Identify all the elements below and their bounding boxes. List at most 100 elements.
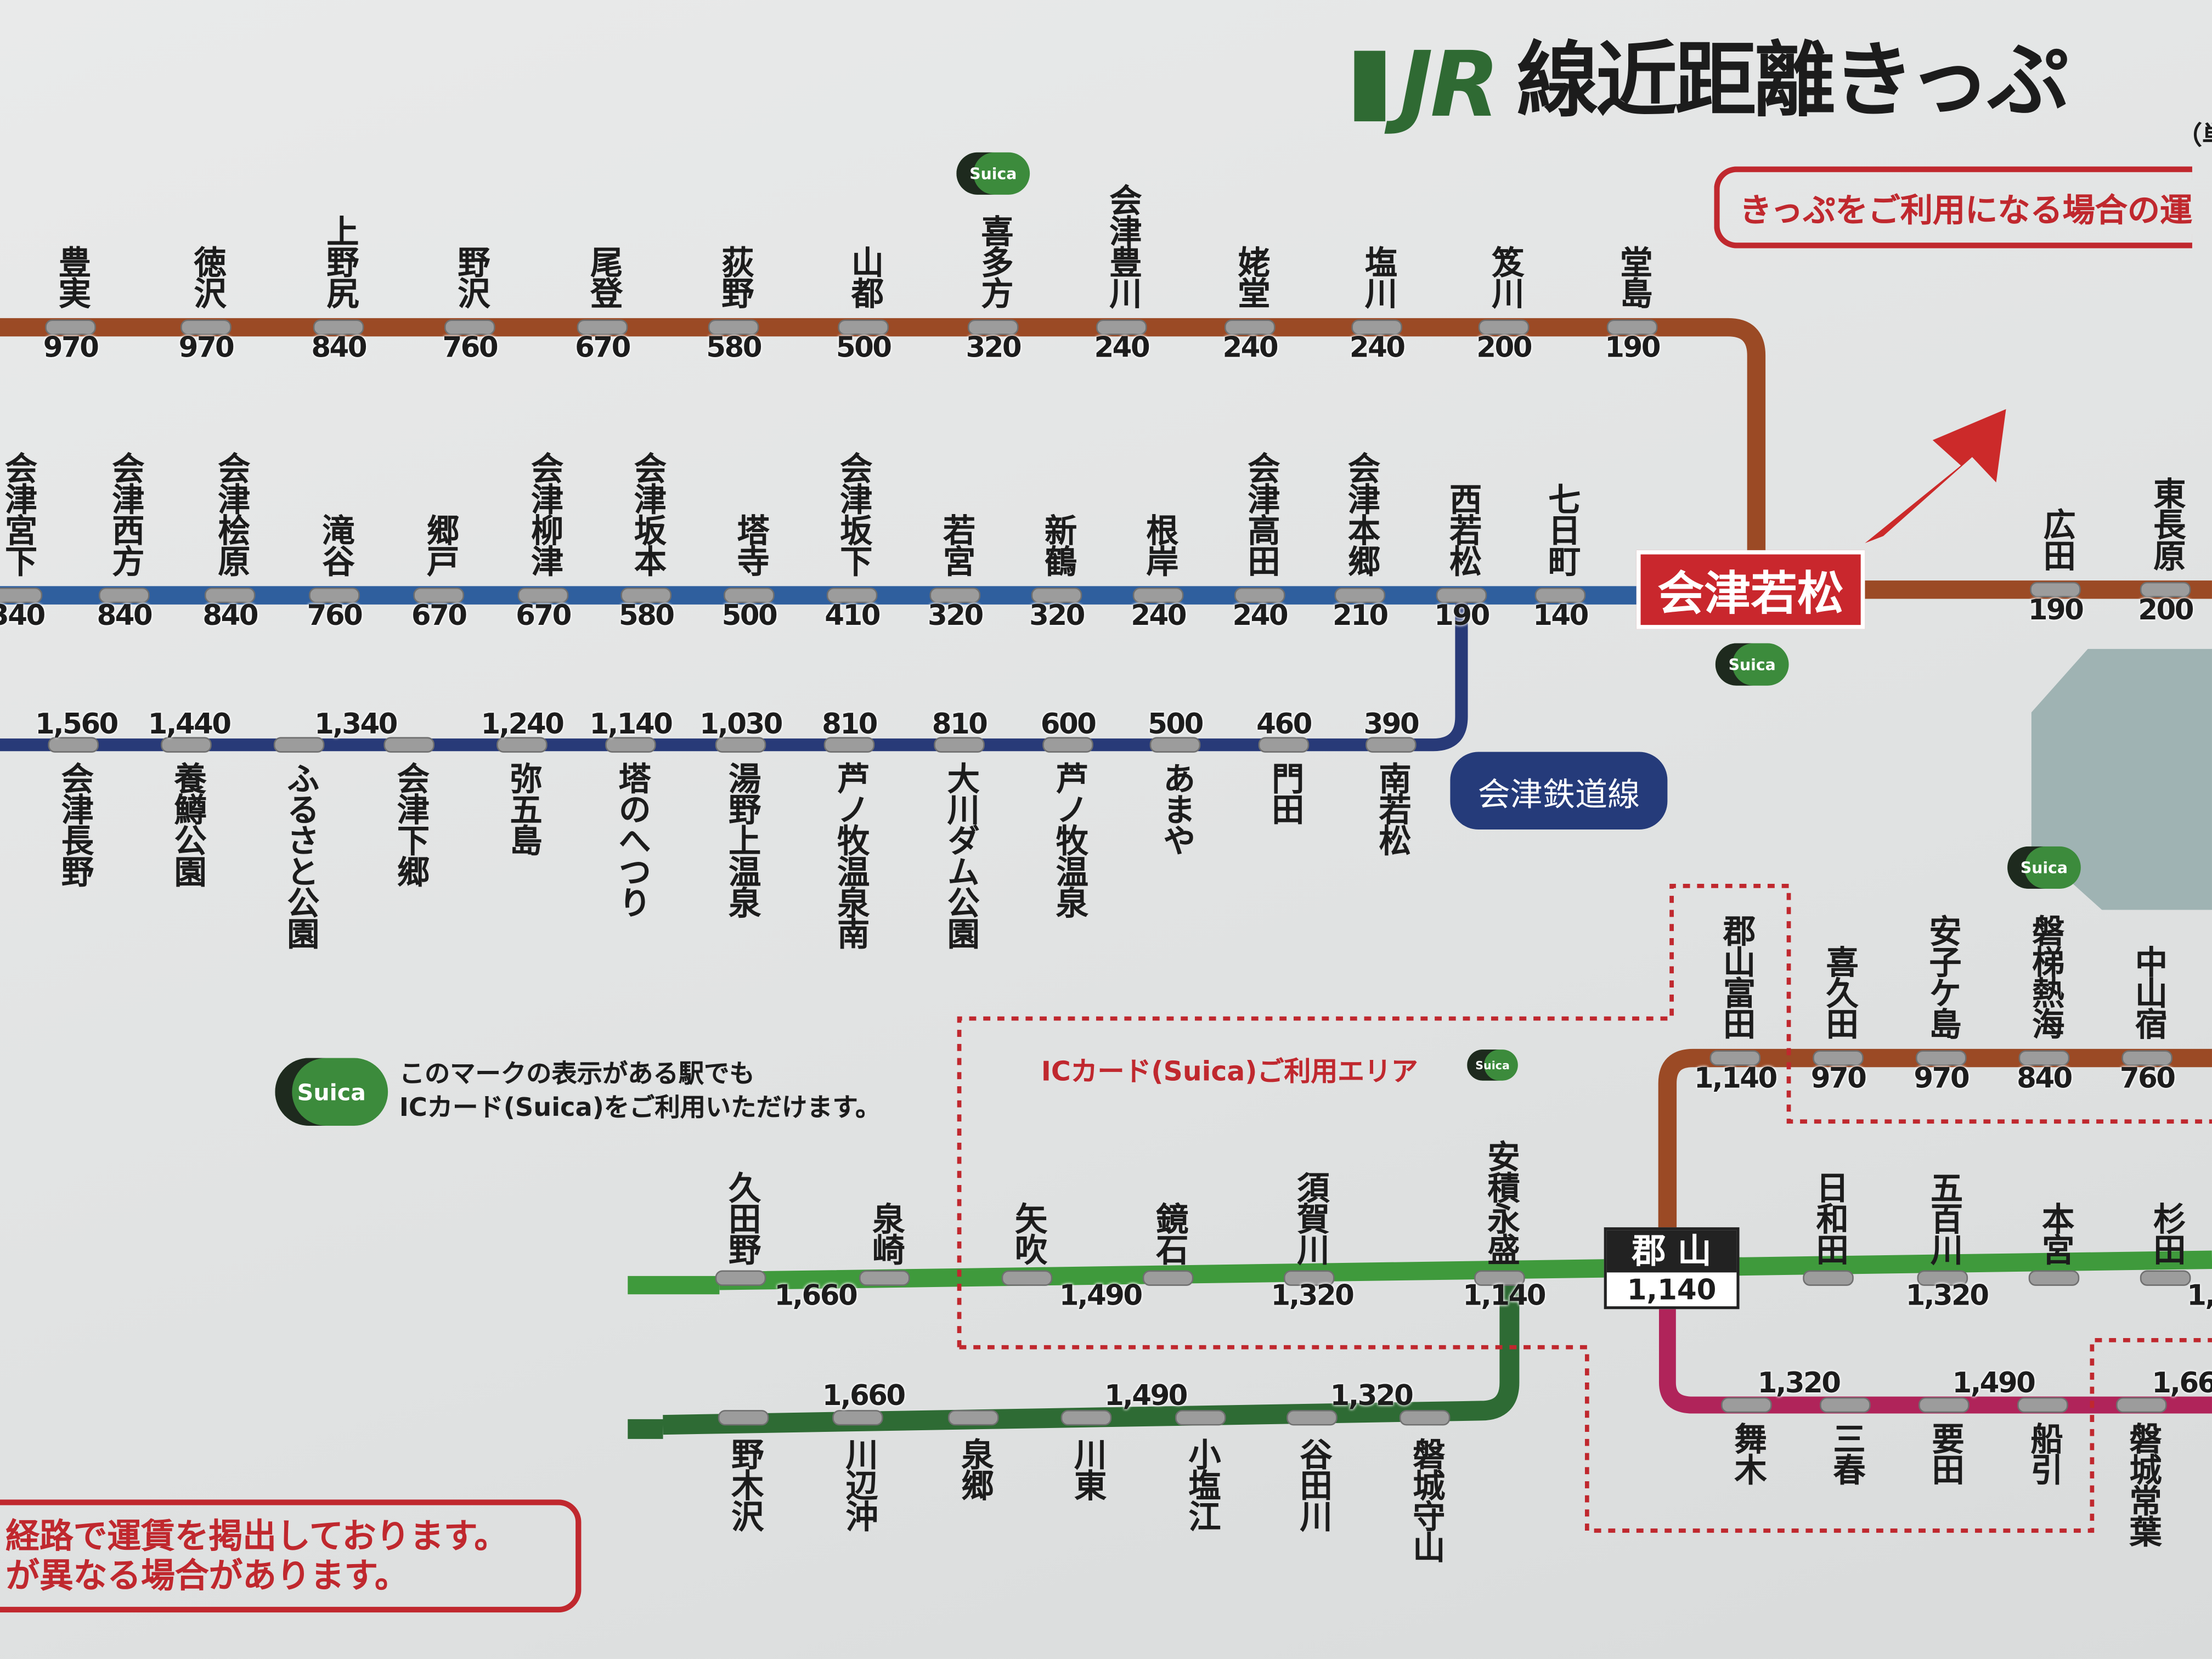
station-marker xyxy=(2018,1050,2070,1066)
station-name: 船引 xyxy=(2024,1421,2061,1485)
station-name: 弥五島 xyxy=(503,761,540,855)
station-name: 磐梯熱海 xyxy=(2025,914,2063,1039)
section-fare: 810 xyxy=(932,707,988,741)
section-fare: 600 xyxy=(1040,707,1097,741)
station-name: 喜久田 xyxy=(1820,945,1857,1039)
station-name: 日和田 xyxy=(1810,1171,1847,1264)
notice-bottom-line1: 経路で運賃を掲出しております。 xyxy=(5,1516,509,1556)
aizu-railway-label: 会津鉄道線 xyxy=(1450,752,1668,830)
station-marker xyxy=(1918,1397,1970,1413)
station-fare: 340 xyxy=(0,598,46,632)
station-marker xyxy=(1286,1410,1338,1426)
line-tohoku xyxy=(628,1250,2212,1295)
legend-line2: ICカード(Suica)をご利用いただけます。 xyxy=(399,1093,881,1123)
station-name: 会津坂下 xyxy=(833,451,871,576)
notice-bottom: 経路で運賃を掲出しております。 が異なる場合があります。 xyxy=(0,1499,582,1613)
station-marker xyxy=(1351,319,1402,335)
station-name: 尾登 xyxy=(584,245,621,308)
station-marker xyxy=(180,319,232,335)
station-marker xyxy=(715,737,766,753)
station-name: 根岸 xyxy=(1139,513,1177,576)
section-fare: 460 xyxy=(1256,707,1312,741)
station-name: 喜多方 xyxy=(974,214,1012,308)
station-fare: 240 xyxy=(1094,330,1150,364)
station-marker xyxy=(1334,587,1386,603)
section-fare: 1,320 xyxy=(1757,1365,1841,1400)
station-name: 七日町 xyxy=(1542,482,1579,576)
station-fare: 670 xyxy=(575,330,631,364)
station-marker xyxy=(2028,1270,2080,1286)
station-marker xyxy=(1031,587,1082,603)
station-marker xyxy=(1709,1050,1761,1066)
station-name: 会津本郷 xyxy=(1341,451,1379,576)
station-name: 会津高田 xyxy=(1241,451,1278,576)
station-marker xyxy=(1001,1270,1053,1286)
station-koriyama: 郡 山 1,140 xyxy=(1604,1227,1740,1310)
station-name: 要田 xyxy=(1925,1421,1962,1485)
station-name: 川東 xyxy=(1068,1437,1105,1500)
station-marker xyxy=(2121,1050,2172,1066)
station-name: 山都 xyxy=(845,245,882,308)
section-fare: 1,240 xyxy=(481,707,565,741)
station-fare: 840 xyxy=(311,330,367,364)
station-name: 須賀川 xyxy=(1290,1171,1328,1264)
line-aizu-railway xyxy=(0,595,1468,752)
station-marker xyxy=(1060,1410,1112,1426)
station-name: 五百川 xyxy=(1924,1171,1961,1264)
station-marker xyxy=(517,587,569,603)
station-name: 滝谷 xyxy=(315,513,353,576)
station-marker xyxy=(1132,587,1184,603)
station-marker xyxy=(859,1270,910,1286)
station-name: 南若松 xyxy=(1372,761,1409,855)
station-name: 会津坂本 xyxy=(628,451,665,576)
station-fare: 760 xyxy=(2119,1060,2176,1095)
station-name: 西若松 xyxy=(1443,482,1480,576)
suica-icon: Suica xyxy=(275,1058,388,1126)
station-name: 笈川 xyxy=(1485,245,1522,308)
station-name: 湯野上温泉 xyxy=(722,761,759,917)
section-fare: 1,340 xyxy=(314,707,398,741)
station-marker xyxy=(1917,1270,1968,1286)
station-name: ふるさと公園 xyxy=(280,761,318,948)
station-marker xyxy=(161,737,212,753)
station-fare: 190 xyxy=(1434,598,1490,632)
suica-legend: Suica このマークの表示がある駅でも ICカード(Suica)をご利用いただ… xyxy=(275,1058,881,1126)
station-name: 磐城守山 xyxy=(1406,1437,1443,1562)
station-fare: 670 xyxy=(516,598,572,632)
station-name: あまや xyxy=(1156,761,1194,855)
station-fare: 970 xyxy=(178,330,235,364)
station-fare: 190 xyxy=(1605,330,1661,364)
suica-icon: Suica xyxy=(956,152,1030,195)
section-fare: 1,320 xyxy=(1330,1378,1413,1412)
line-suigun xyxy=(628,1277,1520,1439)
section-fare: 1,320 xyxy=(1905,1278,1989,1312)
station-marker xyxy=(715,1270,766,1286)
section-fare: 1,490 xyxy=(1952,1365,2035,1400)
station-name: 大川ダム公園 xyxy=(941,761,978,948)
station-marker xyxy=(620,587,672,603)
station-marker xyxy=(708,319,759,335)
station-name: 広田 xyxy=(2037,507,2074,570)
section-fare: 1,660 xyxy=(822,1378,906,1412)
section-fare: 1,320 xyxy=(1271,1278,1354,1312)
station-name: 堂島 xyxy=(1613,245,1651,308)
station-marker xyxy=(2030,582,2081,597)
station-name: 若宮 xyxy=(936,513,974,576)
station-name: 舞木 xyxy=(1728,1421,1765,1485)
legend-text: このマークの表示がある駅でも ICカード(Suica)をご利用いただけます。 xyxy=(399,1058,881,1126)
station-marker xyxy=(1534,587,1586,603)
station-name: 会津豊川 xyxy=(1103,183,1140,308)
station-marker xyxy=(967,319,1019,335)
station-fare: 140 xyxy=(1533,598,1589,632)
station-marker xyxy=(1399,1410,1451,1426)
station-name: 姥堂 xyxy=(1231,245,1268,308)
station-name: 泉郷 xyxy=(955,1437,992,1500)
legend-line1: このマークの表示がある駅でも xyxy=(399,1059,755,1090)
station-marker xyxy=(309,587,360,603)
station-marker xyxy=(947,1410,999,1426)
station-name: 中山宿 xyxy=(2129,945,2166,1039)
station-fare: 970 xyxy=(43,330,99,364)
station-aizuwakamatsu: 会津若松 xyxy=(1636,550,1865,629)
station-fare: 840 xyxy=(202,598,258,632)
station-marker xyxy=(832,1410,883,1426)
